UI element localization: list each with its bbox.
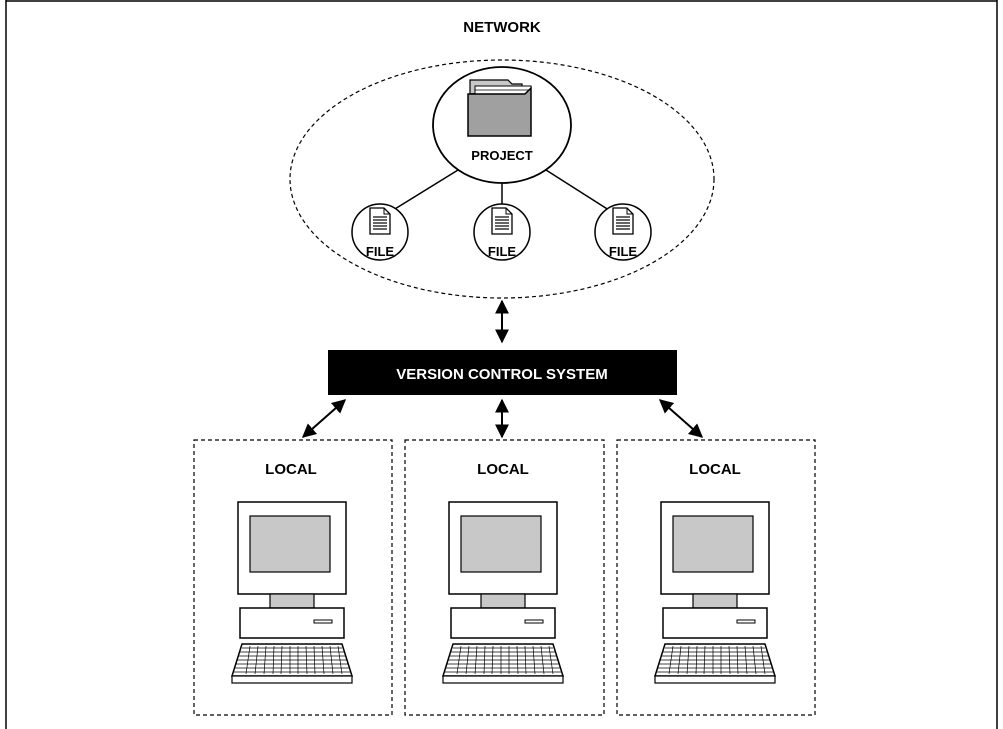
local-label: LOCAL (265, 461, 317, 478)
file-label: FILE (488, 244, 516, 259)
project-label: PROJECT (471, 148, 532, 163)
file-label: FILE (609, 244, 637, 259)
file-node: FILE (351, 203, 409, 261)
network-boundary (289, 59, 715, 299)
computer-icon (442, 501, 564, 684)
computer-icon (654, 501, 776, 684)
local-workstation: LOCAL (404, 439, 605, 716)
file-node: FILE (473, 203, 531, 261)
file-label: FILE (366, 244, 394, 259)
folder-icon (467, 79, 532, 137)
vcs-label: VERSION CONTROL SYSTEM (396, 366, 607, 383)
document-icon (491, 207, 513, 235)
local-workstation: LOCAL (616, 439, 816, 716)
computer-icon (231, 501, 353, 684)
document-icon (612, 207, 634, 235)
local-label: LOCAL (477, 461, 529, 478)
document-icon (369, 207, 391, 235)
vcs-local-arrows (301, 398, 704, 439)
local-workstation: LOCAL (193, 439, 393, 716)
project-node: PROJECT (432, 66, 572, 184)
file-node: FILE (594, 203, 652, 261)
version-control-system: VERSION CONTROL SYSTEM (328, 350, 677, 395)
network-label: NETWORK (463, 19, 541, 36)
local-label: LOCAL (689, 461, 741, 478)
project-file-links (389, 169, 613, 213)
